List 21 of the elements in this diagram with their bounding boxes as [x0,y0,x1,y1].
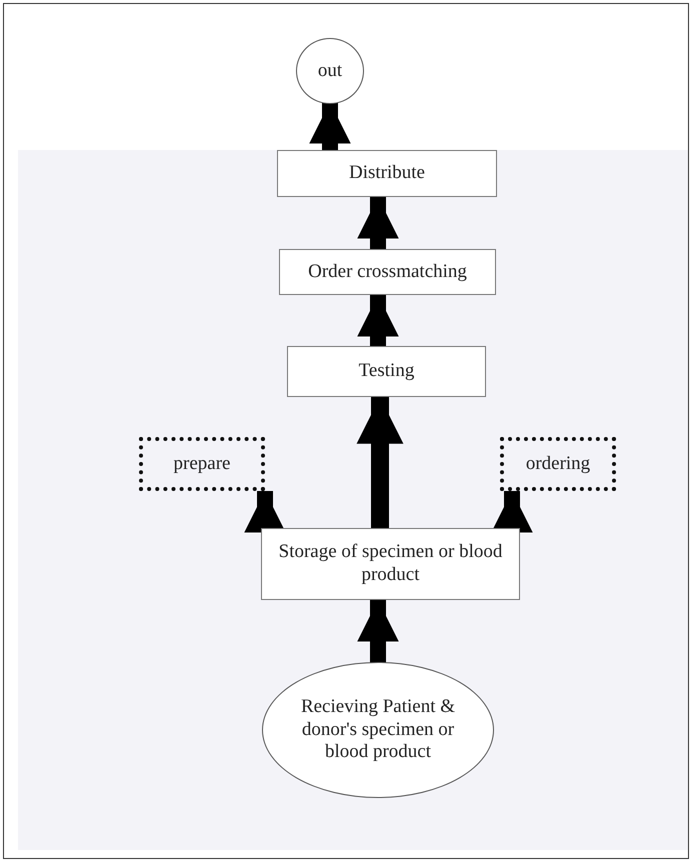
node-label: Order crossmatching [308,260,467,284]
block-arrow [357,295,399,346]
node-label: Recieving Patient & donor's specimen or blood product [300,696,456,764]
block-arrow [309,102,351,150]
node-label: Testing [358,360,414,383]
block-arrow [491,491,533,533]
dotted-box [139,437,265,491]
node-label: out [318,60,342,82]
block-arrow [356,397,404,528]
block-arrow [357,197,399,249]
process-box [279,249,496,295]
node-label: prepare [174,452,230,476]
node-label: ordering [526,452,590,476]
dotted-box [500,437,616,491]
process-box [277,150,497,197]
node-label: Distribute [349,162,425,185]
process-box [261,528,520,600]
node-label: Storage of specimen or blood product [278,541,504,587]
process-box [287,346,486,397]
block-arrow [244,491,286,533]
block-arrow [357,600,399,664]
